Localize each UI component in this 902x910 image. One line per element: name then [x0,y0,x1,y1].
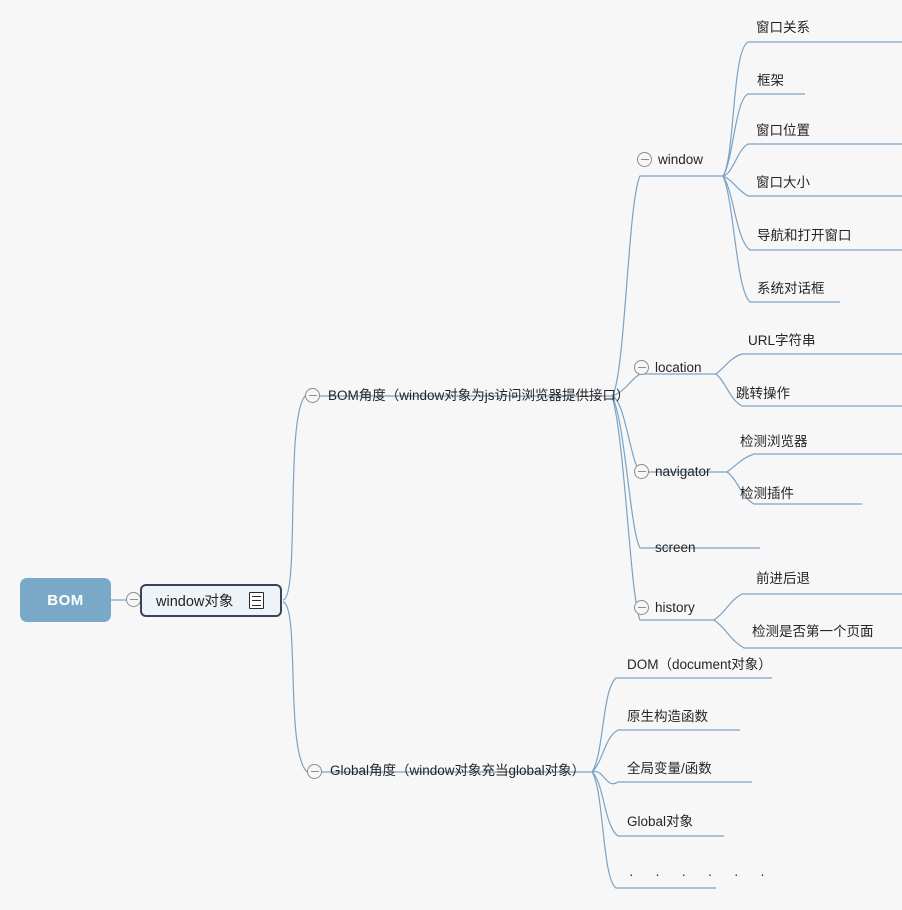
node-window-relation[interactable]: 窗口关系 [756,20,810,35]
main-node-label: window对象 [156,594,234,610]
node-frame[interactable]: 框架 [757,73,784,88]
node-screen[interactable]: screen [655,540,696,555]
note-icon [249,592,265,609]
toggle-bom-perspective[interactable] [305,388,320,403]
node-jump-operation[interactable]: 跳转操作 [736,386,790,401]
node-location[interactable]: location [655,360,702,375]
node-system-dialog[interactable]: 系统对话框 [757,281,825,296]
node-bom-perspective[interactable]: BOM角度（window对象为js访问浏览器提供接口） [328,388,630,403]
toggle-navigator[interactable] [634,464,649,479]
node-navigator[interactable]: navigator [655,464,711,479]
node-global-perspective[interactable]: Global角度（window对象充当global对象） [330,763,586,778]
toggle-global-perspective[interactable] [307,764,322,779]
node-window[interactable]: window [658,152,704,167]
node-detect-first-page[interactable]: 检测是否第一个页面 [752,624,874,639]
node-native-constructor[interactable]: 原生构造函数 [627,709,708,724]
node-detect-browser[interactable]: 检测浏览器 [740,434,808,449]
node-detect-plugin[interactable]: 检测插件 [740,486,794,501]
node-global-var-func[interactable]: 全局变量/函数 [627,761,712,776]
toggle-history[interactable] [634,600,649,615]
node-ellipsis[interactable]: · · · · · · [629,867,774,882]
root-node-bom[interactable]: BOM [20,578,111,622]
node-window-size[interactable]: 窗口大小 [756,175,810,190]
toggle-root[interactable] [126,592,141,607]
node-window-position[interactable]: 窗口位置 [756,123,810,138]
root-node-label: BOM [47,591,84,609]
main-node-window-object[interactable]: window对象 [140,584,282,617]
node-dom-document[interactable]: DOM（document对象） [627,657,772,672]
toggle-window[interactable] [637,152,652,167]
node-global-object[interactable]: Global对象 [627,814,694,829]
node-url-string[interactable]: URL字符串 [748,333,816,348]
toggle-location[interactable] [634,360,649,375]
node-history[interactable]: history [655,600,695,615]
node-navigate-open-window[interactable]: 导航和打开窗口 [757,228,852,243]
node-forward-back[interactable]: 前进后退 [756,571,810,586]
